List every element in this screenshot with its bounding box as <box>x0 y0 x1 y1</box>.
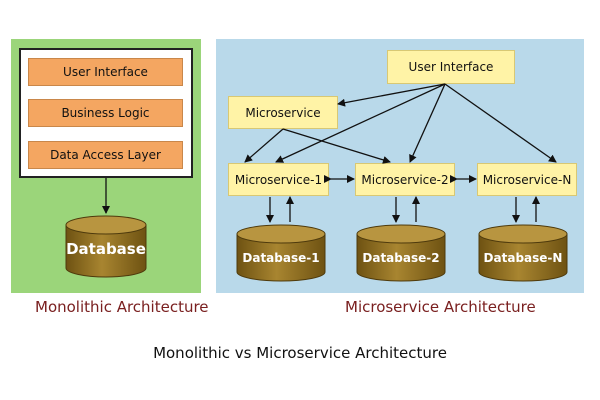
microservice-caption: Microservice Architecture <box>345 298 536 316</box>
microservice-2-box: Microservice-2 <box>355 163 455 196</box>
ui-layer: User Interface <box>28 58 183 86</box>
microservice-box: Microservice <box>228 96 338 129</box>
database-2-cylinder: Database-2 <box>356 224 446 282</box>
arrow-ui-to-microservice-2 <box>409 83 446 163</box>
database-1-label: Database-1 <box>242 251 319 265</box>
database-1-cylinder: Database-1 <box>236 224 326 282</box>
arrow-microservice-to-2 <box>282 128 391 164</box>
arrow-ui-to-microservice-1 <box>275 83 446 163</box>
business-logic-layer: Business Logic <box>28 99 183 127</box>
monolithic-caption: Monolithic Architecture <box>35 298 209 316</box>
arrow-ui-to-microservice-n <box>444 83 557 163</box>
database-n-label: Database-N <box>484 251 563 265</box>
microservice-n-box: Microservice-N <box>477 163 577 196</box>
arrow-ui-to-microservice <box>337 83 446 107</box>
data-access-layer: Data Access Layer <box>28 141 183 169</box>
diagram-title: Monolithic vs Microservice Architecture <box>153 344 447 362</box>
arrow-microservice-to-1 <box>244 128 284 163</box>
microservice-1-box: Microservice-1 <box>228 163 329 196</box>
database-n-cylinder: Database-N <box>478 224 568 282</box>
user-interface-box: User Interface <box>387 50 515 84</box>
monolithic-database-cylinder: Database <box>65 215 147 278</box>
database-2-label: Database-2 <box>362 251 439 265</box>
monolithic-database-label: Database <box>66 240 146 258</box>
